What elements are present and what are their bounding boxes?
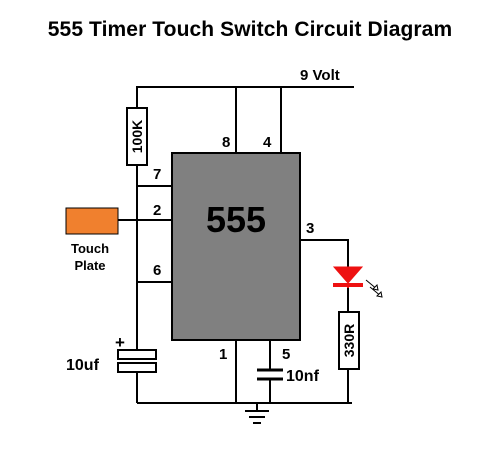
resistor-330r: 330R (338, 311, 360, 370)
supply-rail-wire (136, 86, 354, 108)
capacitor-10nf-label: 10nf (286, 368, 320, 385)
pin-2-label: 2 (153, 202, 161, 219)
resistor-330r-label: 330R (341, 324, 357, 357)
ic-555-label: 555 (206, 199, 266, 240)
touch-plate (65, 207, 119, 235)
pin-4-label: 4 (263, 134, 272, 151)
led (332, 266, 364, 288)
wires (118, 86, 354, 410)
pin-1-label: 1 (219, 346, 227, 363)
capacitor-10nf (257, 368, 283, 381)
capacitor-10uf-polarity: + (115, 333, 125, 352)
diagram-title: 555 Timer Touch Switch Circuit Diagram (47, 18, 453, 41)
pin-8-label: 8 (222, 134, 230, 151)
ic-555-body (171, 152, 301, 341)
ground-icon (245, 410, 269, 424)
capacitor-10uf (117, 344, 157, 373)
pin-6-label: 6 (153, 262, 161, 279)
resistor-100k-label: 100K (129, 120, 145, 153)
touch-plate-label-line1: Touch (71, 241, 109, 256)
resistor-100k: 100K (126, 107, 148, 166)
pin-5-label: 5 (282, 346, 290, 363)
capacitor-10uf-label: 10uf (66, 357, 100, 374)
pin3-wire (300, 239, 349, 267)
pin-7-label: 7 (153, 166, 161, 183)
pin-3-label: 3 (306, 220, 314, 237)
supply-label: 9 Volt (300, 67, 340, 84)
touch-plate-label-line2: Plate (74, 258, 105, 273)
led-light-arrows-icon (365, 279, 383, 298)
